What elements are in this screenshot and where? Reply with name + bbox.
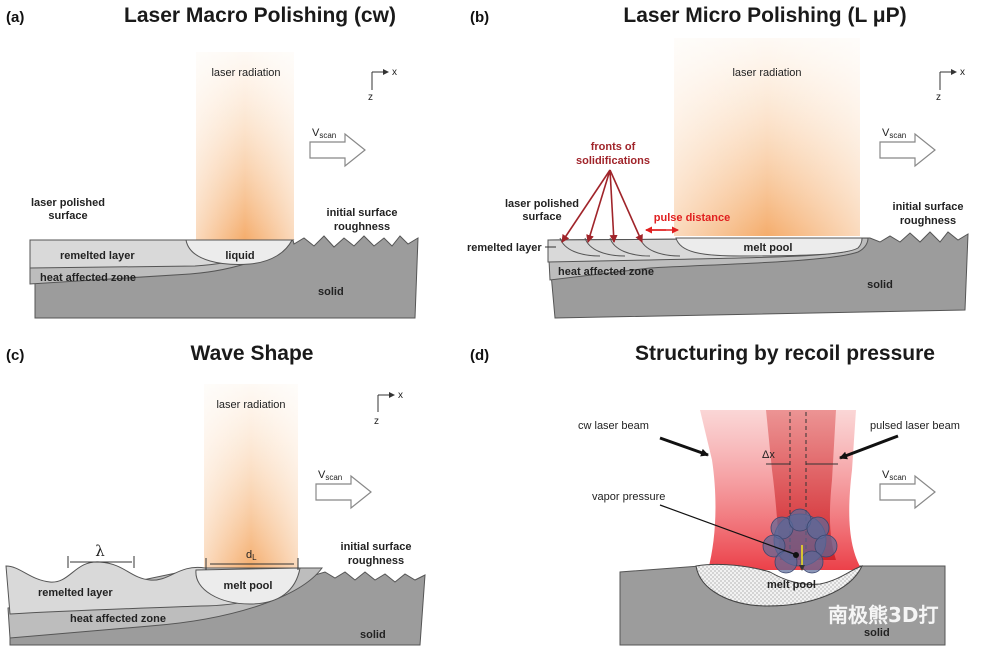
panel-b-solid-label: solid [867,279,893,291]
panel-b-scan-label: Vscan [882,127,906,140]
panel-b-axes: x z [936,67,965,103]
panel-d-vapor-label: vapor pressure [592,491,665,503]
panel-b-haz-label: heat affected zone [558,266,654,278]
panel-b-fronts-label-1: fronts of [591,141,636,153]
panel-d-vapor-arrow [659,504,795,555]
panel-a-initial-label-2: roughness [334,221,390,233]
panel-a-title: Laser Macro Polishing (cw) [124,4,396,27]
panel-d-pulsed-arrow [839,434,899,460]
panel-d-dx-label: Δx [762,449,775,461]
panel-c-remelted-label: remelted layer [38,587,113,599]
panel-c-scan-label: Vscan [318,469,342,482]
panel-b-remelted-label: remelted layer [467,242,542,254]
panel-c-dl-marker [205,558,299,570]
panel-c: (c) Wave Shape laser radiation remelted … [5,342,426,646]
panel-c-initial-label-1: initial surface [341,541,412,553]
svg-text:z: z [936,92,941,103]
panel-c-beam-label: laser radiation [216,399,285,411]
svg-text:z: z [368,92,373,103]
panel-b-fronts-arrows [561,169,643,243]
panel-b-beam-label: laser radiation [732,67,801,79]
panel-b-fronts-label-2: solidifications [576,155,650,167]
panel-a-laser-beam [196,52,294,240]
svg-text:x: x [392,67,397,78]
panel-c-title: Wave Shape [191,342,314,365]
panel-c-haz-label: heat affected zone [70,613,166,625]
panel-a-scan-label: Vscan [312,127,336,140]
panel-c-dl-label: dL [246,549,257,562]
panel-a-remelted-label: remelted layer [60,250,135,262]
panel-b-polished-label-2: surface [522,211,561,223]
panel-d-pool-label: melt pool [767,579,816,591]
panel-c-initial-label-2: roughness [348,555,404,567]
panel-c-letter: (c) [6,347,24,364]
panel-d-vapor-dot [793,552,799,558]
panel-b-laser-beam [674,38,860,236]
panel-a-haz-label: heat affected zone [40,272,136,284]
panel-c-lambda-marker [67,556,135,568]
panel-a-pool [185,239,293,265]
panel-a-axes: x z [368,67,397,103]
panel-d-cw-label: cw laser beam [578,420,649,432]
panel-b-pool [675,237,863,257]
panel-d-pulsed-label: pulsed laser beam [870,420,960,432]
panel-a-polished-label-1: laser polished [31,197,105,209]
svg-text:x: x [398,390,403,401]
panel-b: (b) Laser Micro Polishing (L μP) laser r… [467,4,969,319]
panel-b-polished-label-1: laser polished [505,198,579,210]
panel-c-solid-label: solid [360,629,386,641]
panel-b-pulse-label: pulse distance [654,212,730,224]
panel-c-scan-arrow [315,474,372,510]
panel-c-pool-label: melt pool [224,580,273,592]
panel-b-scan-arrow [879,132,936,168]
panel-d-scan-label: Vscan [882,469,906,482]
svg-text:x: x [960,67,965,78]
panel-b-title: Laser Micro Polishing (L μP) [623,4,906,27]
panel-c-laser-beam [204,384,298,570]
panel-d-beam-axes [789,412,807,560]
panel-d-title: Structuring by recoil pressure [635,342,935,365]
panel-d-cw-arrow [659,436,709,457]
panel-a-polished-label-2: surface [48,210,87,222]
panel-d-scan-arrow [879,474,936,510]
panel-b-initial-label-2: roughness [900,215,956,227]
panel-d: (d) Structuring by recoil pressure Δx [470,342,960,646]
panel-b-letter: (b) [470,9,489,26]
panel-b-initial-label-1: initial surface [893,201,964,213]
panel-a-scan-arrow [309,132,366,168]
svg-text:z: z [374,416,379,427]
panel-a-letter: (a) [6,9,24,26]
panel-c-lambda-label: λ [95,542,105,560]
panel-d-solid-label: solid [864,627,890,639]
panel-a-solid-label: solid [318,286,344,298]
panel-a-initial-label-1: initial surface [327,207,398,219]
watermark: 南极熊3D打 [828,603,939,627]
panel-b-pool-label: melt pool [744,242,793,254]
panel-d-vapor-bubbles [762,508,838,574]
panel-a-pool-label: liquid [225,250,254,262]
panel-d-letter: (d) [470,347,489,364]
panel-d-pool [695,563,863,607]
panel-a-beam-label: laser radiation [211,67,280,79]
panel-c-pool [195,567,301,605]
panel-a: (a) Laser Macro Polishing (cw) laser rad… [6,4,419,319]
panel-c-axes: x z [374,390,403,427]
